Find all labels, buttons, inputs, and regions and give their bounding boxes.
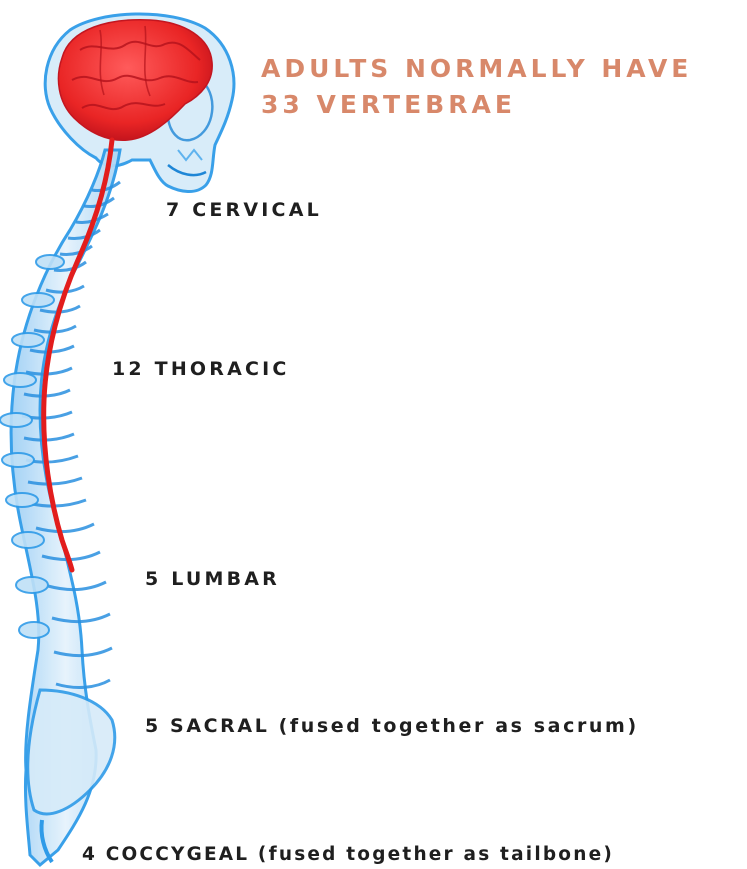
cervical-label: 7 CERVICAL xyxy=(166,201,322,220)
sacral-label: 5 SACRAL (fused together as sacrum) xyxy=(145,717,639,736)
spine-icon xyxy=(0,150,120,865)
headline-line-1: ADULTS NORMALLY HAVE xyxy=(261,56,692,81)
headline-line-2: 33 VERTEBRAE xyxy=(261,92,516,117)
coccygeal-label: 4 COCCYGEAL (fused together as tailbone) xyxy=(82,846,614,865)
thoracic-label: 12 THORACIC xyxy=(112,360,290,379)
lumbar-label: 5 LUMBAR xyxy=(145,570,280,589)
